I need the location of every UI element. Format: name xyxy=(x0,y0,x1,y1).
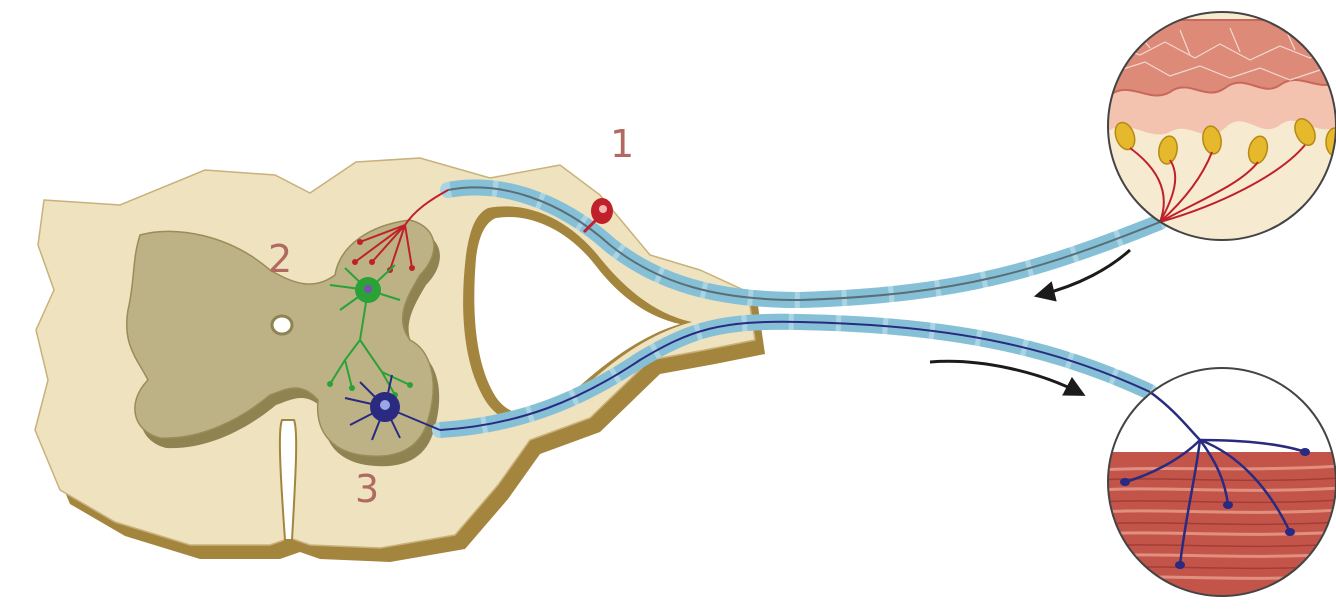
motor-cell-nucleus xyxy=(380,400,390,410)
label-2: 2 xyxy=(268,237,292,281)
interneuron-nucleus xyxy=(364,285,372,293)
label-1: 1 xyxy=(610,122,634,166)
arrow-icon xyxy=(930,361,1080,393)
sensory-cell-nucleus xyxy=(599,205,607,213)
muscle-fiber-inset-icon xyxy=(1100,368,1336,602)
label-3: 3 xyxy=(355,467,379,511)
muscle-tissue xyxy=(1100,452,1336,602)
central-canal xyxy=(272,316,292,334)
skin-receptor-inset-icon xyxy=(1100,12,1336,240)
